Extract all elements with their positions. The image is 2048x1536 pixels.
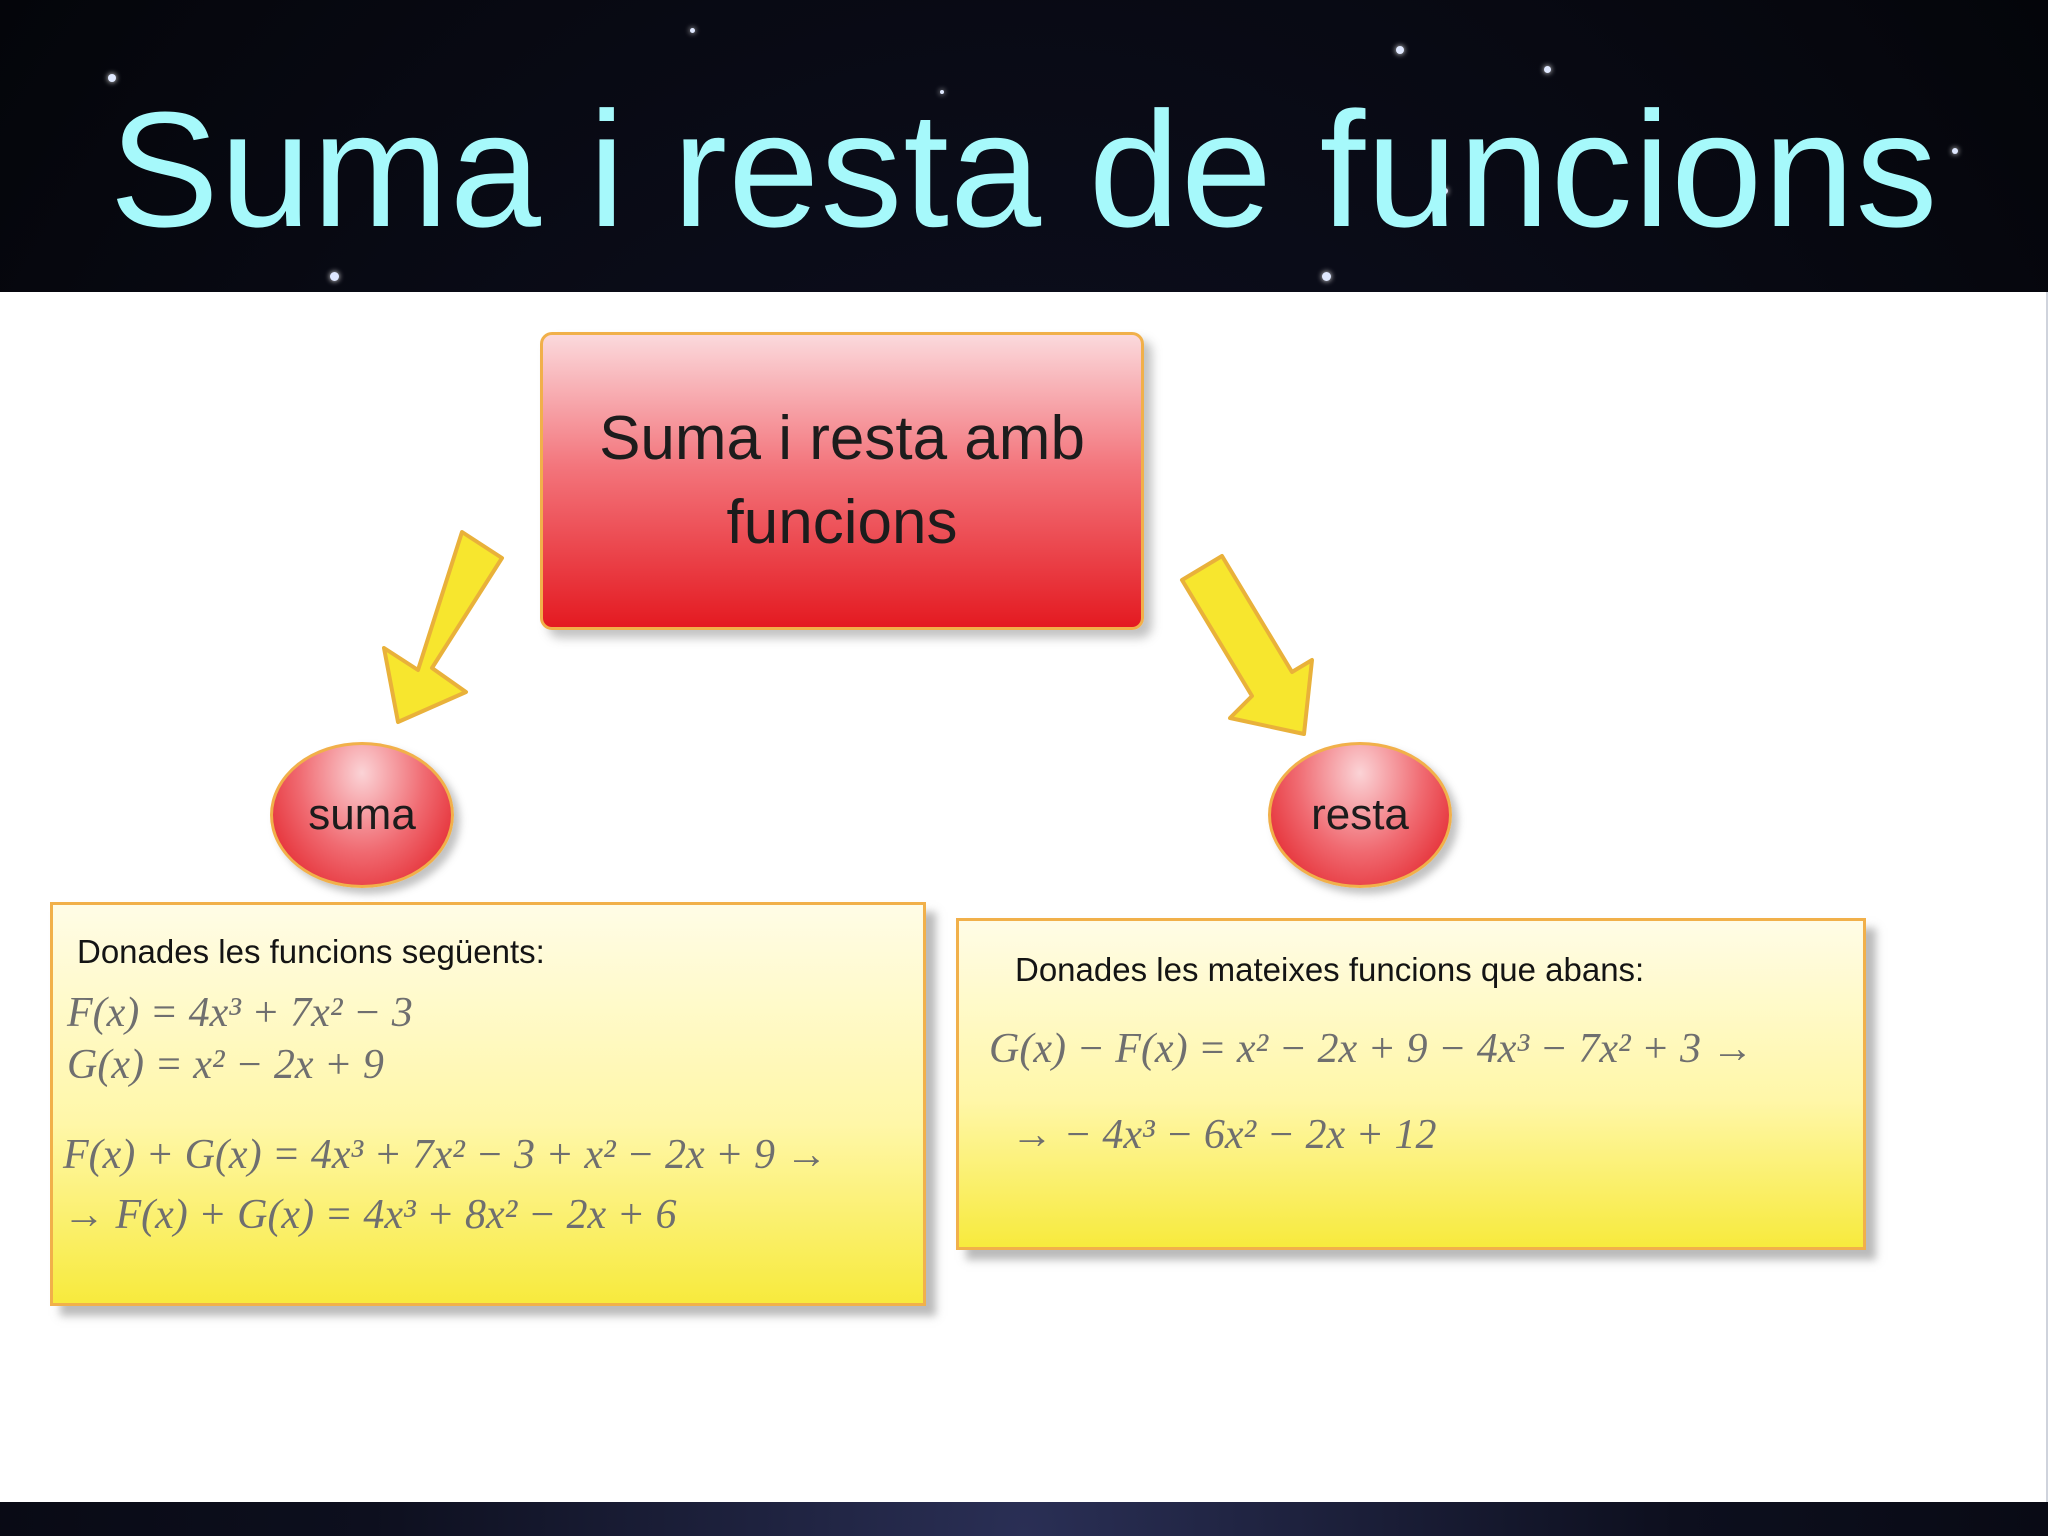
- main-box-line-1: Suma i resta amb: [599, 404, 1085, 473]
- suma-math-line: → F(x) + G(x) = 4x³ + 8x² − 2x + 6: [63, 1192, 677, 1238]
- star-decoration: [108, 74, 116, 82]
- slide-title: Suma i resta de funcions: [109, 78, 1939, 261]
- arrow-to-resta: [1180, 554, 1314, 736]
- suma-math-line: F(x) = 4x³ + 7x² − 3: [67, 990, 413, 1036]
- main-concept-box: Suma i resta amb funcions: [540, 332, 1144, 630]
- resta-node-label: resta: [1311, 790, 1409, 839]
- arrow-to-suma: [382, 530, 504, 724]
- suma-node: suma: [270, 742, 454, 888]
- star-decoration: [690, 28, 695, 33]
- resta-box-heading: Donades les mateixes funcions que abans:: [1015, 951, 1645, 988]
- suma-math-line: F(x) + G(x) = 4x³ + 7x² − 3 + x² − 2x + …: [63, 1132, 828, 1178]
- suma-math-line: G(x) = x² − 2x + 9: [67, 1042, 384, 1088]
- resta-math-line: → − 4x³ − 6x² − 2x + 12: [1011, 1112, 1437, 1158]
- suma-explanation-box: Donades les funcions següents: F(x) = 4x…: [50, 902, 926, 1306]
- star-decoration: [1396, 46, 1404, 54]
- suma-box-heading: Donades les funcions següents:: [77, 933, 545, 970]
- star-decoration: [330, 272, 339, 281]
- main-box-line-2: funcions: [726, 488, 958, 557]
- star-decoration: [1322, 272, 1331, 281]
- resta-explanation-box: Donades les mateixes funcions que abans:…: [956, 918, 1866, 1250]
- resta-math-line: G(x) − F(x) = x² − 2x + 9 − 4x³ − 7x² + …: [989, 1026, 1754, 1072]
- resta-node: resta: [1268, 742, 1452, 888]
- star-decoration: [940, 90, 944, 94]
- star-decoration: [1544, 66, 1551, 73]
- star-decoration: [1442, 188, 1448, 194]
- suma-node-label: suma: [308, 790, 416, 839]
- star-decoration: [1952, 148, 1958, 154]
